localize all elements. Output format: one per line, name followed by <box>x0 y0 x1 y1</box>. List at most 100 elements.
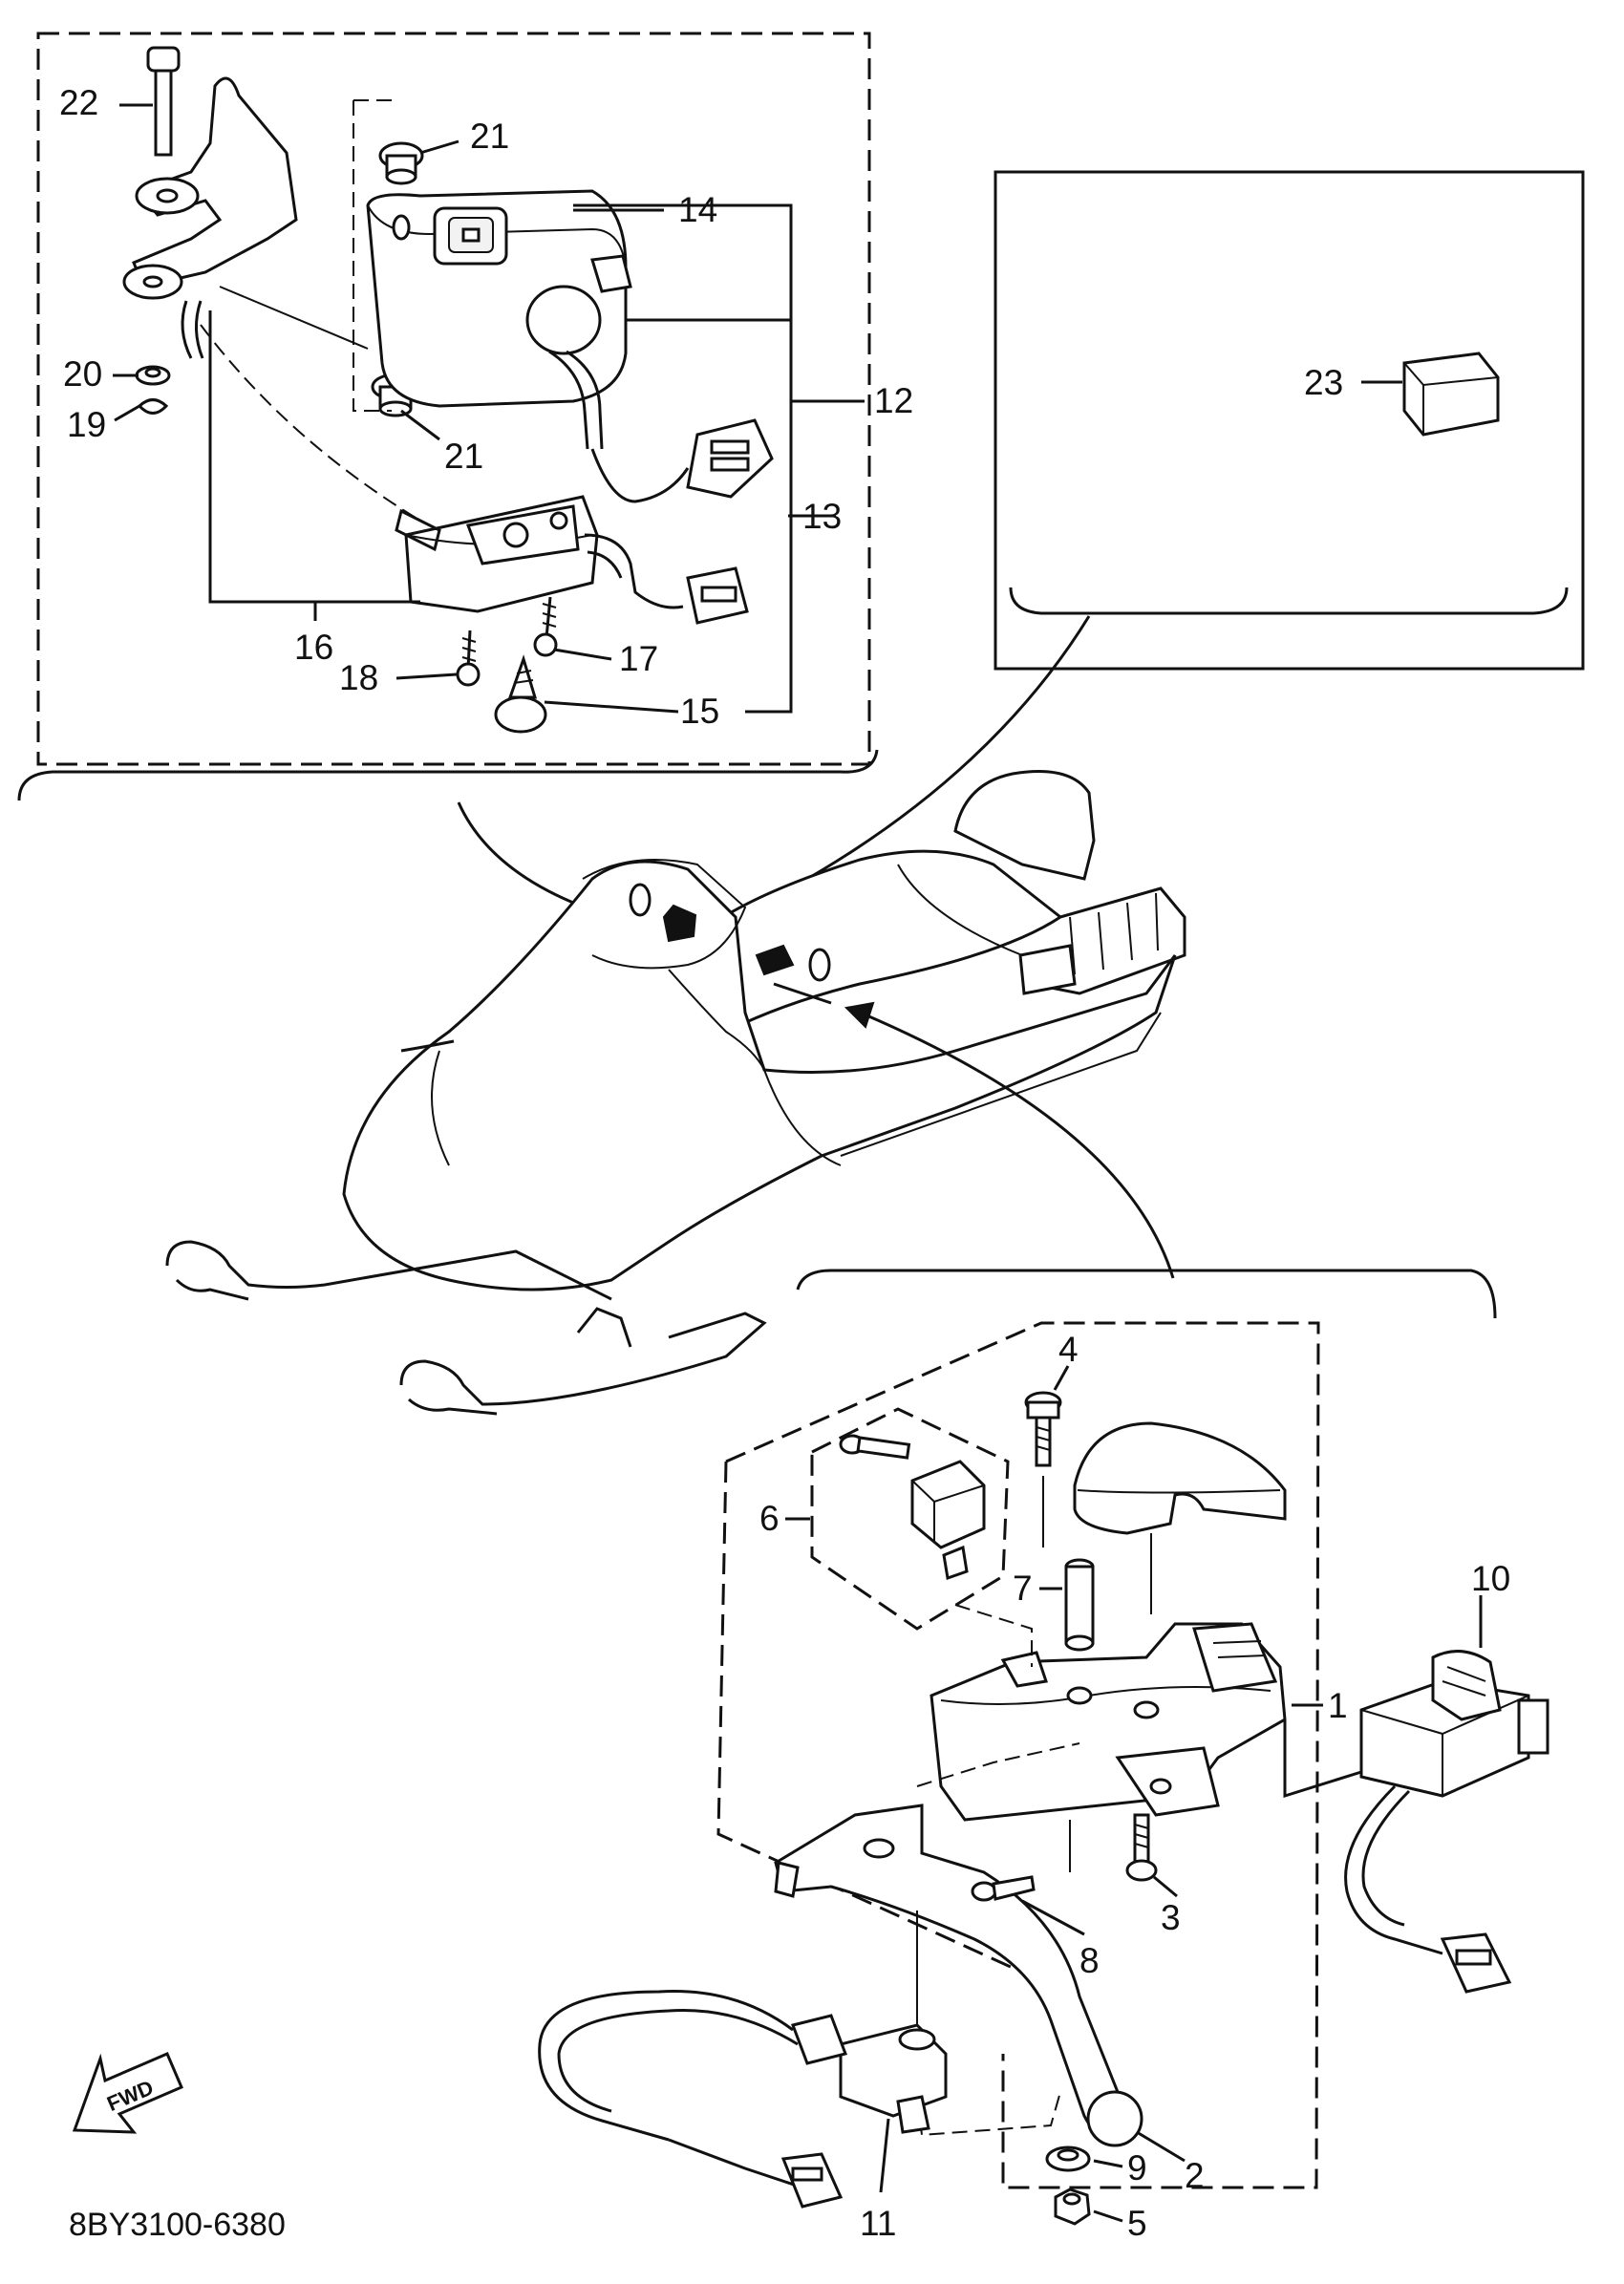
ski-strut <box>576 1307 632 1348</box>
leader-4 <box>1053 1365 1070 1391</box>
callout-2: 2 <box>1185 2156 1205 2195</box>
leader-19 <box>114 404 140 422</box>
diagram-code: 8BY3100-6380 <box>69 2207 286 2243</box>
callout-8: 8 <box>1079 1941 1100 1980</box>
leader-18 <box>395 672 458 680</box>
assembly-line <box>219 286 369 350</box>
lower-inset-frame-sub <box>916 2091 1061 2137</box>
leader-5 <box>1093 2209 1123 2223</box>
collar-7 <box>1064 1558 1095 1652</box>
handlebar-grip <box>773 982 832 1005</box>
cap-23 <box>1402 352 1500 437</box>
callout-13: 13 <box>802 497 842 536</box>
grommet-21-top <box>378 141 424 185</box>
throttle-housing-1 <box>930 1622 1287 1822</box>
bolt-22 <box>146 46 181 157</box>
lever-end-spring <box>942 1545 969 1581</box>
callout-10: 10 <box>1471 1559 1510 1598</box>
leader-bracket-14-15 <box>573 203 793 714</box>
callout-4: 4 <box>1058 1330 1079 1369</box>
handlebar-bracket <box>122 76 298 359</box>
inset-frame-dashed <box>36 32 871 766</box>
screw-3 <box>1125 1813 1158 1882</box>
callout-17: 17 <box>619 639 658 678</box>
fwd-arrow: FWD <box>72 2052 183 2134</box>
throttle-wire-lower <box>590 448 690 503</box>
body-hood <box>342 860 1177 1291</box>
hood-vent <box>400 1039 455 1053</box>
callout-20: 20 <box>63 354 102 394</box>
nut-5 <box>1054 2188 1091 2226</box>
callout-23: 23 <box>1304 363 1343 402</box>
lower-pointer-arrowhead <box>844 1001 875 1029</box>
lock-washer-19 <box>137 398 169 415</box>
leader-2 <box>1136 2130 1186 2163</box>
lever-end-bolt <box>839 1434 911 1460</box>
switch-11-wire-lower <box>668 2138 803 2189</box>
ski-left <box>165 1240 612 1301</box>
callout-15: 15 <box>680 692 719 731</box>
switch-10-bracket <box>1283 1719 1362 1799</box>
assembly-dash-line <box>200 324 421 522</box>
seat <box>667 849 1063 1034</box>
switch-10 <box>1359 1650 1549 1798</box>
washer-9 <box>1045 2145 1091 2172</box>
switch-10-connector <box>1440 1932 1512 1994</box>
callout-16: 16 <box>294 628 333 667</box>
switch-housing-16 <box>395 495 599 613</box>
track <box>840 1012 1162 1157</box>
connector-13 <box>686 566 749 625</box>
leader-9 <box>1093 2159 1123 2168</box>
leader-11 <box>879 2118 890 2193</box>
callout-5: 5 <box>1127 2204 1147 2243</box>
switch-11-connector <box>780 2152 844 2209</box>
screw-8 <box>971 1875 1036 1902</box>
callout-21a: 21 <box>470 117 509 156</box>
switch-11 <box>791 2014 948 2134</box>
lever-cover <box>1073 1421 1287 1535</box>
spring-dash-line <box>954 1604 1033 1667</box>
lower-inset-frame-left <box>716 1461 1014 1970</box>
lower-inset-pointer <box>864 1013 1175 1279</box>
grommet-bracket-dashed <box>353 99 392 412</box>
throttle-case-location <box>662 904 697 943</box>
leader-bracket-16 <box>208 310 420 604</box>
windshield <box>582 859 747 970</box>
switch-10-wire <box>1344 1784 1443 1955</box>
callout-19: 19 <box>67 405 106 444</box>
leader-21b <box>400 409 440 441</box>
switch-11-wire <box>538 1990 794 2142</box>
taillight <box>1018 944 1077 995</box>
switch-wire <box>584 533 684 609</box>
snowmobile-illustration <box>165 770 1186 1416</box>
ski-right <box>399 1312 767 1406</box>
inset-callout-bracket <box>17 749 879 801</box>
inset-throttle-case: 22 21 14 20 19 21 12 13 16 17 18 15 <box>17 32 913 938</box>
leader-3 <box>1153 1875 1178 1898</box>
inset-cap-frame <box>994 170 1585 671</box>
leader-15 <box>544 700 679 714</box>
callout-1: 1 <box>1328 1686 1348 1725</box>
throttle-lever-2 <box>774 1804 1143 2147</box>
throttle-wire <box>548 350 589 450</box>
backrest <box>953 770 1096 881</box>
throttle-case-14 <box>366 189 632 408</box>
pivot-dash-line <box>916 1742 1080 1787</box>
callout-21b: 21 <box>444 437 483 476</box>
lower-inset-bracket <box>796 1269 1497 1319</box>
bolt-4 <box>1024 1391 1062 1467</box>
throttle-lever-location <box>755 944 795 976</box>
screw-18 <box>456 630 481 687</box>
leader-17 <box>553 648 612 661</box>
screw-17 <box>533 596 558 657</box>
lower-inset-frame-top <box>725 1321 1320 2189</box>
inset-cap: 23 <box>725 170 1585 924</box>
leader-8 <box>1021 1899 1085 1936</box>
inset-throttle-lever: 4 10 6 7 1 8 3 2 9 5 11 <box>538 1269 1549 2243</box>
leader-21a <box>419 139 459 155</box>
callout-22: 22 <box>59 83 98 122</box>
lever-end-block <box>910 1460 986 1549</box>
callout-18: 18 <box>339 658 378 697</box>
